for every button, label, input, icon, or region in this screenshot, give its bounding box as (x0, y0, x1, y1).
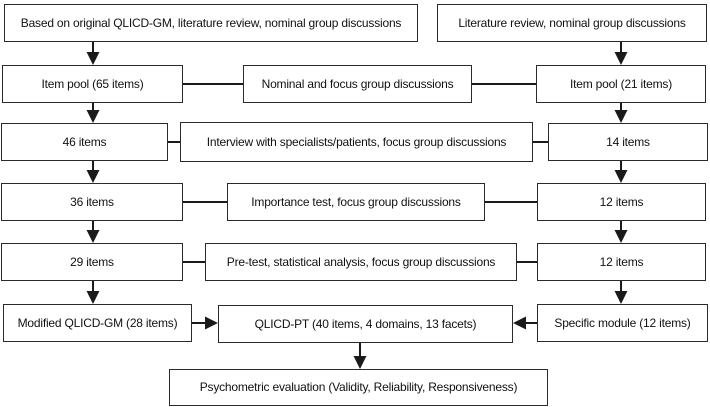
box-qlicd-pt: QLICD-PT (40 items, 4 domains, 13 facets… (218, 305, 513, 343)
box-sm-source: Literature review, nominal group discuss… (437, 4, 707, 42)
box-interview-step: Interview with specialists/patients, foc… (180, 122, 533, 162)
box-specific-module: Specific module (12 items) (537, 304, 708, 342)
box-psychometric-evaluation: Psychometric evaluation (Validity, Relia… (169, 369, 548, 406)
box-item-pool-21: Item pool (21 items) (536, 65, 706, 103)
box-12-items-second: 12 items (537, 243, 706, 281)
box-nominal-focus-discussions: Nominal and focus group discussions (243, 65, 472, 103)
box-pretest-step: Pre-test, statistical analysis, focus gr… (205, 243, 517, 281)
box-item-pool-65: Item pool (65 items) (2, 65, 183, 103)
box-36-items: 36 items (1, 183, 183, 221)
box-gm-source: Based on original QLICD-GM, literature r… (4, 4, 418, 42)
box-14-items: 14 items (548, 123, 708, 161)
box-12-items-first: 12 items (537, 183, 706, 221)
box-modified-qlicd-gm: Modified QLICD-GM (28 items) (3, 304, 192, 342)
box-46-items: 46 items (1, 123, 168, 161)
box-importance-test-step: Importance test, focus group discussions (227, 183, 485, 221)
box-29-items: 29 items (1, 243, 183, 281)
